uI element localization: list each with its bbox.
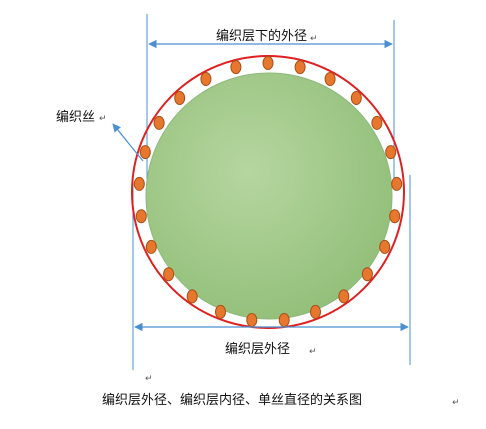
braid-wire-dot — [200, 72, 212, 86]
braid-wire-dot — [389, 209, 401, 224]
label-braid-wire: 编织丝 — [56, 110, 95, 125]
braid-wire-pointer — [112, 123, 144, 162]
braid-wire-dot — [135, 209, 147, 224]
braid-wire-dot — [174, 91, 186, 105]
braid-wire-dot — [145, 239, 157, 254]
paragraph-mark-caption: ↵ — [452, 398, 460, 408]
braid-wire-dot — [153, 115, 165, 130]
braid-wire-dot — [246, 313, 258, 327]
label-braid-under-outer-diameter: 编织层下的外径 — [216, 28, 307, 44]
braid-wire-dot — [379, 239, 391, 254]
braid-wire-dot — [324, 72, 336, 86]
braid-wire-dot — [294, 60, 306, 75]
label-braid-outer-diameter: 编织层外径 — [225, 342, 290, 357]
braid-wire-dot — [230, 60, 242, 75]
figure-caption: 编织层外径、编织层内径、单丝直径的关系图 — [102, 392, 362, 408]
braid-wire-dot — [385, 145, 397, 160]
braid-wire-dot — [338, 289, 350, 304]
paragraph-mark-bottom: ↵ — [309, 347, 317, 357]
braid-wire-dot — [186, 289, 198, 304]
braid-wire-dot — [278, 313, 290, 327]
braid-wire-dot — [350, 91, 362, 105]
braided-core — [145, 72, 393, 320]
braid-wire-dot — [310, 304, 321, 319]
braid-wire-dot — [133, 176, 145, 191]
paragraph-mark-blank: ↵ — [145, 374, 153, 384]
braid-wire-dot — [163, 267, 175, 282]
braid-wire-dot — [361, 267, 373, 282]
braid-wire-dot — [262, 56, 274, 70]
paragraph-mark-wire: ↵ — [99, 114, 107, 124]
braid-wire-dot — [139, 145, 151, 160]
braid-wire-dot — [371, 115, 383, 130]
braid-wire-dot — [391, 176, 403, 191]
paragraph-mark-top: ↵ — [310, 34, 318, 44]
braid-wire-dot — [215, 304, 226, 319]
